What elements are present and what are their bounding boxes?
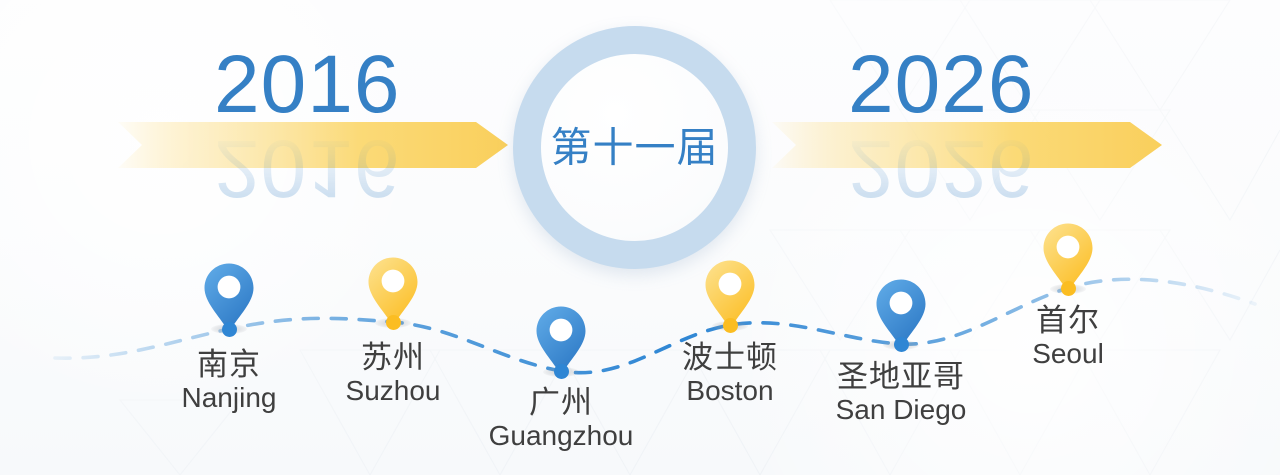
city-name-en: Boston [686,375,774,406]
map-pin-icon[interactable] [203,262,255,332]
route-waypoint-dot[interactable] [722,317,738,333]
edition-ring-inner: 第十一届 [541,54,728,241]
year-start-label: 2016 [214,39,401,130]
city-name-en: Guangzhou [488,420,634,451]
route-waypoint-dot[interactable] [385,314,401,330]
city-name-en: Suzhou [345,375,441,406]
city-name-en: San Diego [835,394,967,425]
city-name-cn: 圣地亚哥 [837,359,965,394]
year-end-label: 2026 [848,39,1035,130]
map-pin-icon[interactable] [367,256,419,326]
map-pin-icon[interactable] [1042,222,1094,292]
city-name-cn: 波士顿 [682,340,778,375]
dashed-route-icon [0,248,1280,398]
map-pin-icon[interactable] [535,305,587,375]
route-waypoint-dot[interactable] [1060,280,1076,296]
edition-ring: 第十一届 [513,26,756,269]
route-waypoint-dot[interactable] [221,321,237,337]
ribbon-arrow-left [118,122,508,168]
city-name-en: Nanjing [181,382,277,413]
city-name-cn: 首尔 [1036,303,1100,338]
city-name-cn: 苏州 [361,340,425,375]
city-name-cn: 南京 [197,347,261,382]
ribbon-arrow-right [772,122,1162,168]
city-name-cn: 广州 [529,385,593,420]
route-waypoint-dot[interactable] [553,363,569,379]
route-waypoint-dot[interactable] [893,336,909,352]
city-name-en: Seoul [1032,338,1104,369]
map-pin-icon[interactable] [875,278,927,348]
edition-label: 第十一届 [550,124,719,170]
map-pin-icon[interactable] [704,259,756,329]
